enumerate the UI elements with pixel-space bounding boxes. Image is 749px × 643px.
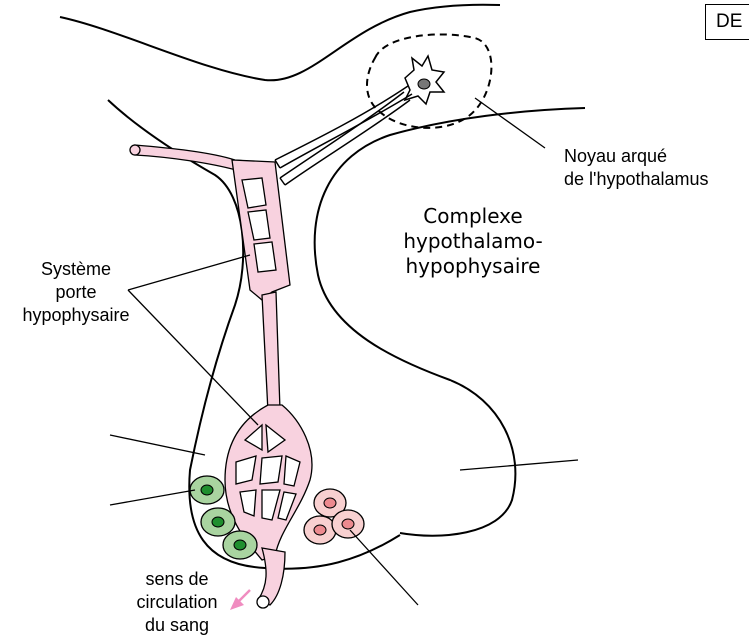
portal-system-label: Système porte hypophysaire [6,258,146,327]
flow-label-line1: sens de [122,568,232,591]
leader-posterior-lobe [460,460,578,470]
flow-label-line2: circulation [122,591,232,614]
leader-green-cell [110,490,195,505]
posterior-lobe-outline [304,108,585,528]
arcuate-label-line1: Noyau arqué [564,145,709,168]
complex-label-line3: hypophysaire [388,254,558,279]
complex-label: Complexe hypothalamo- hypophysaire [388,204,558,279]
leader-portal-lower [128,290,258,425]
posterior-lobe-outline-visible [315,108,585,536]
portal-stalk [262,292,280,412]
arcuate-label-line2: de l'hypothalamus [564,168,709,191]
neuron-nucleus [418,79,430,89]
leader-portal-upper [128,255,250,290]
complex-label-line1: Complexe [388,204,558,229]
leader-arcuate [475,98,545,148]
portal-label-line2: porte [6,281,146,304]
leader-pink-cell [350,530,418,605]
blood-flow-label: sens de circulation du sang [122,568,232,637]
complex-label-line2: hypothalamo- [388,229,558,254]
neuron-axon [275,86,412,168]
portal-system [130,145,312,608]
portal-label-line1: Système [6,258,146,281]
leader-median-eminence [110,435,205,455]
corner-tag-text: DE [716,11,742,33]
portal-label-line3: hypophysaire [6,304,146,327]
blood-flow-arrow [230,590,250,610]
neuron [275,56,444,185]
flow-label-line3: du sang [122,614,232,637]
arcuate-label: Noyau arqué de l'hypothalamus [564,145,709,191]
corner-tag: DE [705,4,749,40]
brain-outline-top [60,5,500,81]
